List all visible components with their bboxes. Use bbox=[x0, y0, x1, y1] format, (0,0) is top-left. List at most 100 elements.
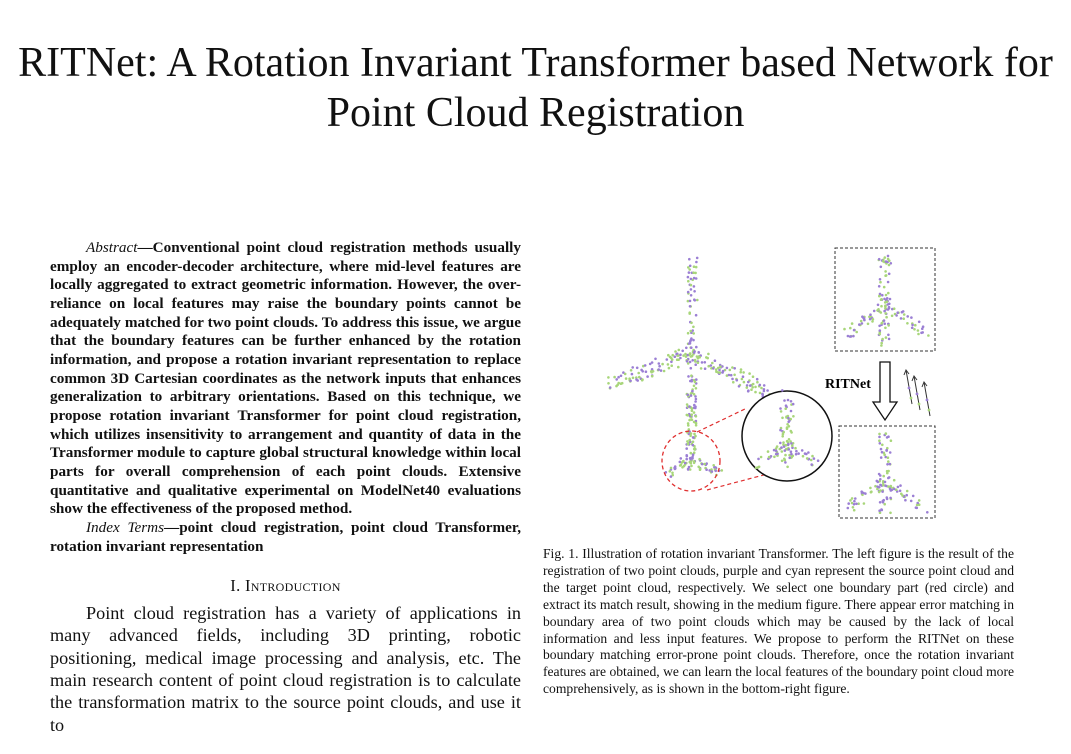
point bbox=[886, 471, 889, 475]
point bbox=[686, 393, 689, 397]
point bbox=[739, 370, 742, 374]
point bbox=[682, 459, 685, 463]
small-arrow-head bbox=[921, 380, 928, 388]
point bbox=[688, 268, 691, 271]
point bbox=[869, 486, 872, 490]
point bbox=[694, 313, 698, 317]
point bbox=[882, 474, 885, 478]
point bbox=[698, 356, 701, 359]
point bbox=[677, 365, 680, 369]
point bbox=[886, 280, 890, 284]
point bbox=[789, 440, 792, 443]
point bbox=[786, 443, 790, 447]
point bbox=[852, 334, 855, 338]
point bbox=[692, 332, 695, 335]
point bbox=[881, 337, 884, 341]
point bbox=[694, 424, 698, 427]
point bbox=[852, 502, 856, 506]
point bbox=[607, 376, 610, 379]
point bbox=[882, 285, 886, 289]
point bbox=[651, 370, 655, 373]
point bbox=[917, 320, 921, 324]
point bbox=[692, 451, 696, 454]
point bbox=[807, 451, 810, 454]
point bbox=[686, 414, 690, 417]
point bbox=[754, 385, 757, 389]
point bbox=[689, 277, 693, 281]
point bbox=[887, 476, 890, 480]
point bbox=[910, 316, 913, 319]
point bbox=[714, 469, 717, 473]
point bbox=[671, 353, 674, 357]
point bbox=[694, 397, 698, 401]
point bbox=[877, 490, 881, 494]
point bbox=[898, 489, 902, 493]
point bbox=[688, 468, 692, 471]
zoom-point-cloud bbox=[754, 389, 820, 470]
point bbox=[712, 464, 715, 467]
point bbox=[779, 410, 783, 413]
point bbox=[866, 322, 870, 326]
point bbox=[747, 380, 750, 384]
point bbox=[754, 390, 757, 394]
point bbox=[879, 474, 882, 477]
point bbox=[781, 389, 784, 392]
point bbox=[751, 386, 754, 389]
point bbox=[695, 256, 699, 260]
point bbox=[689, 329, 692, 333]
point bbox=[886, 463, 889, 466]
point bbox=[855, 502, 858, 506]
point bbox=[693, 290, 696, 293]
point bbox=[883, 480, 887, 484]
point bbox=[678, 460, 682, 464]
point bbox=[878, 292, 882, 296]
point bbox=[884, 293, 888, 297]
point bbox=[855, 330, 858, 334]
point bbox=[710, 470, 714, 473]
point bbox=[917, 332, 920, 336]
point bbox=[687, 271, 691, 274]
point bbox=[720, 469, 724, 472]
top-right-box bbox=[834, 247, 936, 352]
point bbox=[617, 381, 620, 385]
point bbox=[846, 506, 850, 510]
before-point-cloud bbox=[843, 254, 930, 347]
point bbox=[913, 328, 916, 331]
point bbox=[887, 485, 890, 488]
point bbox=[760, 386, 763, 390]
point bbox=[628, 377, 631, 380]
point bbox=[646, 375, 649, 378]
point bbox=[688, 312, 691, 315]
point bbox=[784, 404, 788, 407]
point bbox=[876, 485, 879, 488]
point bbox=[878, 509, 881, 512]
point bbox=[899, 317, 903, 320]
point bbox=[886, 446, 889, 450]
index-terms-lead: Index Terms bbox=[86, 518, 165, 536]
point bbox=[878, 329, 882, 332]
point bbox=[686, 442, 690, 446]
point bbox=[686, 440, 689, 443]
point bbox=[683, 461, 687, 465]
point bbox=[690, 407, 694, 410]
point bbox=[885, 297, 889, 300]
point bbox=[766, 389, 769, 392]
point bbox=[641, 370, 644, 373]
point bbox=[767, 455, 771, 459]
point bbox=[685, 454, 689, 458]
point bbox=[637, 371, 640, 375]
point bbox=[693, 380, 697, 384]
point bbox=[881, 443, 884, 447]
point bbox=[756, 380, 759, 384]
point bbox=[689, 294, 693, 297]
point bbox=[916, 329, 920, 332]
point bbox=[794, 452, 798, 456]
point bbox=[782, 430, 785, 434]
point bbox=[797, 452, 800, 455]
point bbox=[921, 331, 924, 334]
point bbox=[878, 435, 881, 439]
point bbox=[624, 377, 628, 380]
point bbox=[729, 373, 733, 377]
point bbox=[667, 366, 671, 370]
point bbox=[789, 450, 793, 453]
